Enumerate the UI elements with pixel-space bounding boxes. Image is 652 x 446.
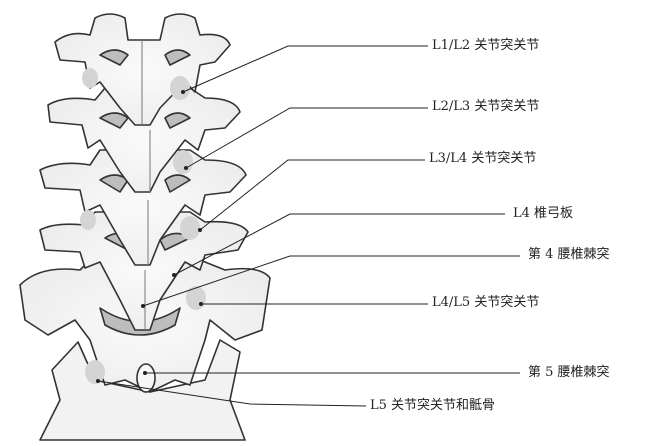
label-l2l3-facet: L2/L3 关节突关节 bbox=[432, 99, 540, 114]
label-l4l5-facet: L4/L5 关节突关节 bbox=[432, 295, 540, 310]
label-l4-spinous: 第 4 腰椎棘突 bbox=[528, 247, 610, 262]
label-l3l4-facet: L3/L4 关节突关节 bbox=[429, 151, 537, 166]
label-l1l2-facet: L1/L2 关节突关节 bbox=[432, 38, 540, 53]
label-l4-lamina: L4 椎弓板 bbox=[513, 206, 574, 221]
label-l5-spinous: 第 5 腰椎棘突 bbox=[528, 365, 610, 380]
label-l5-sacrum: L5 关节突关节和骶骨 bbox=[370, 398, 496, 413]
leader-lines bbox=[97, 45, 520, 407]
